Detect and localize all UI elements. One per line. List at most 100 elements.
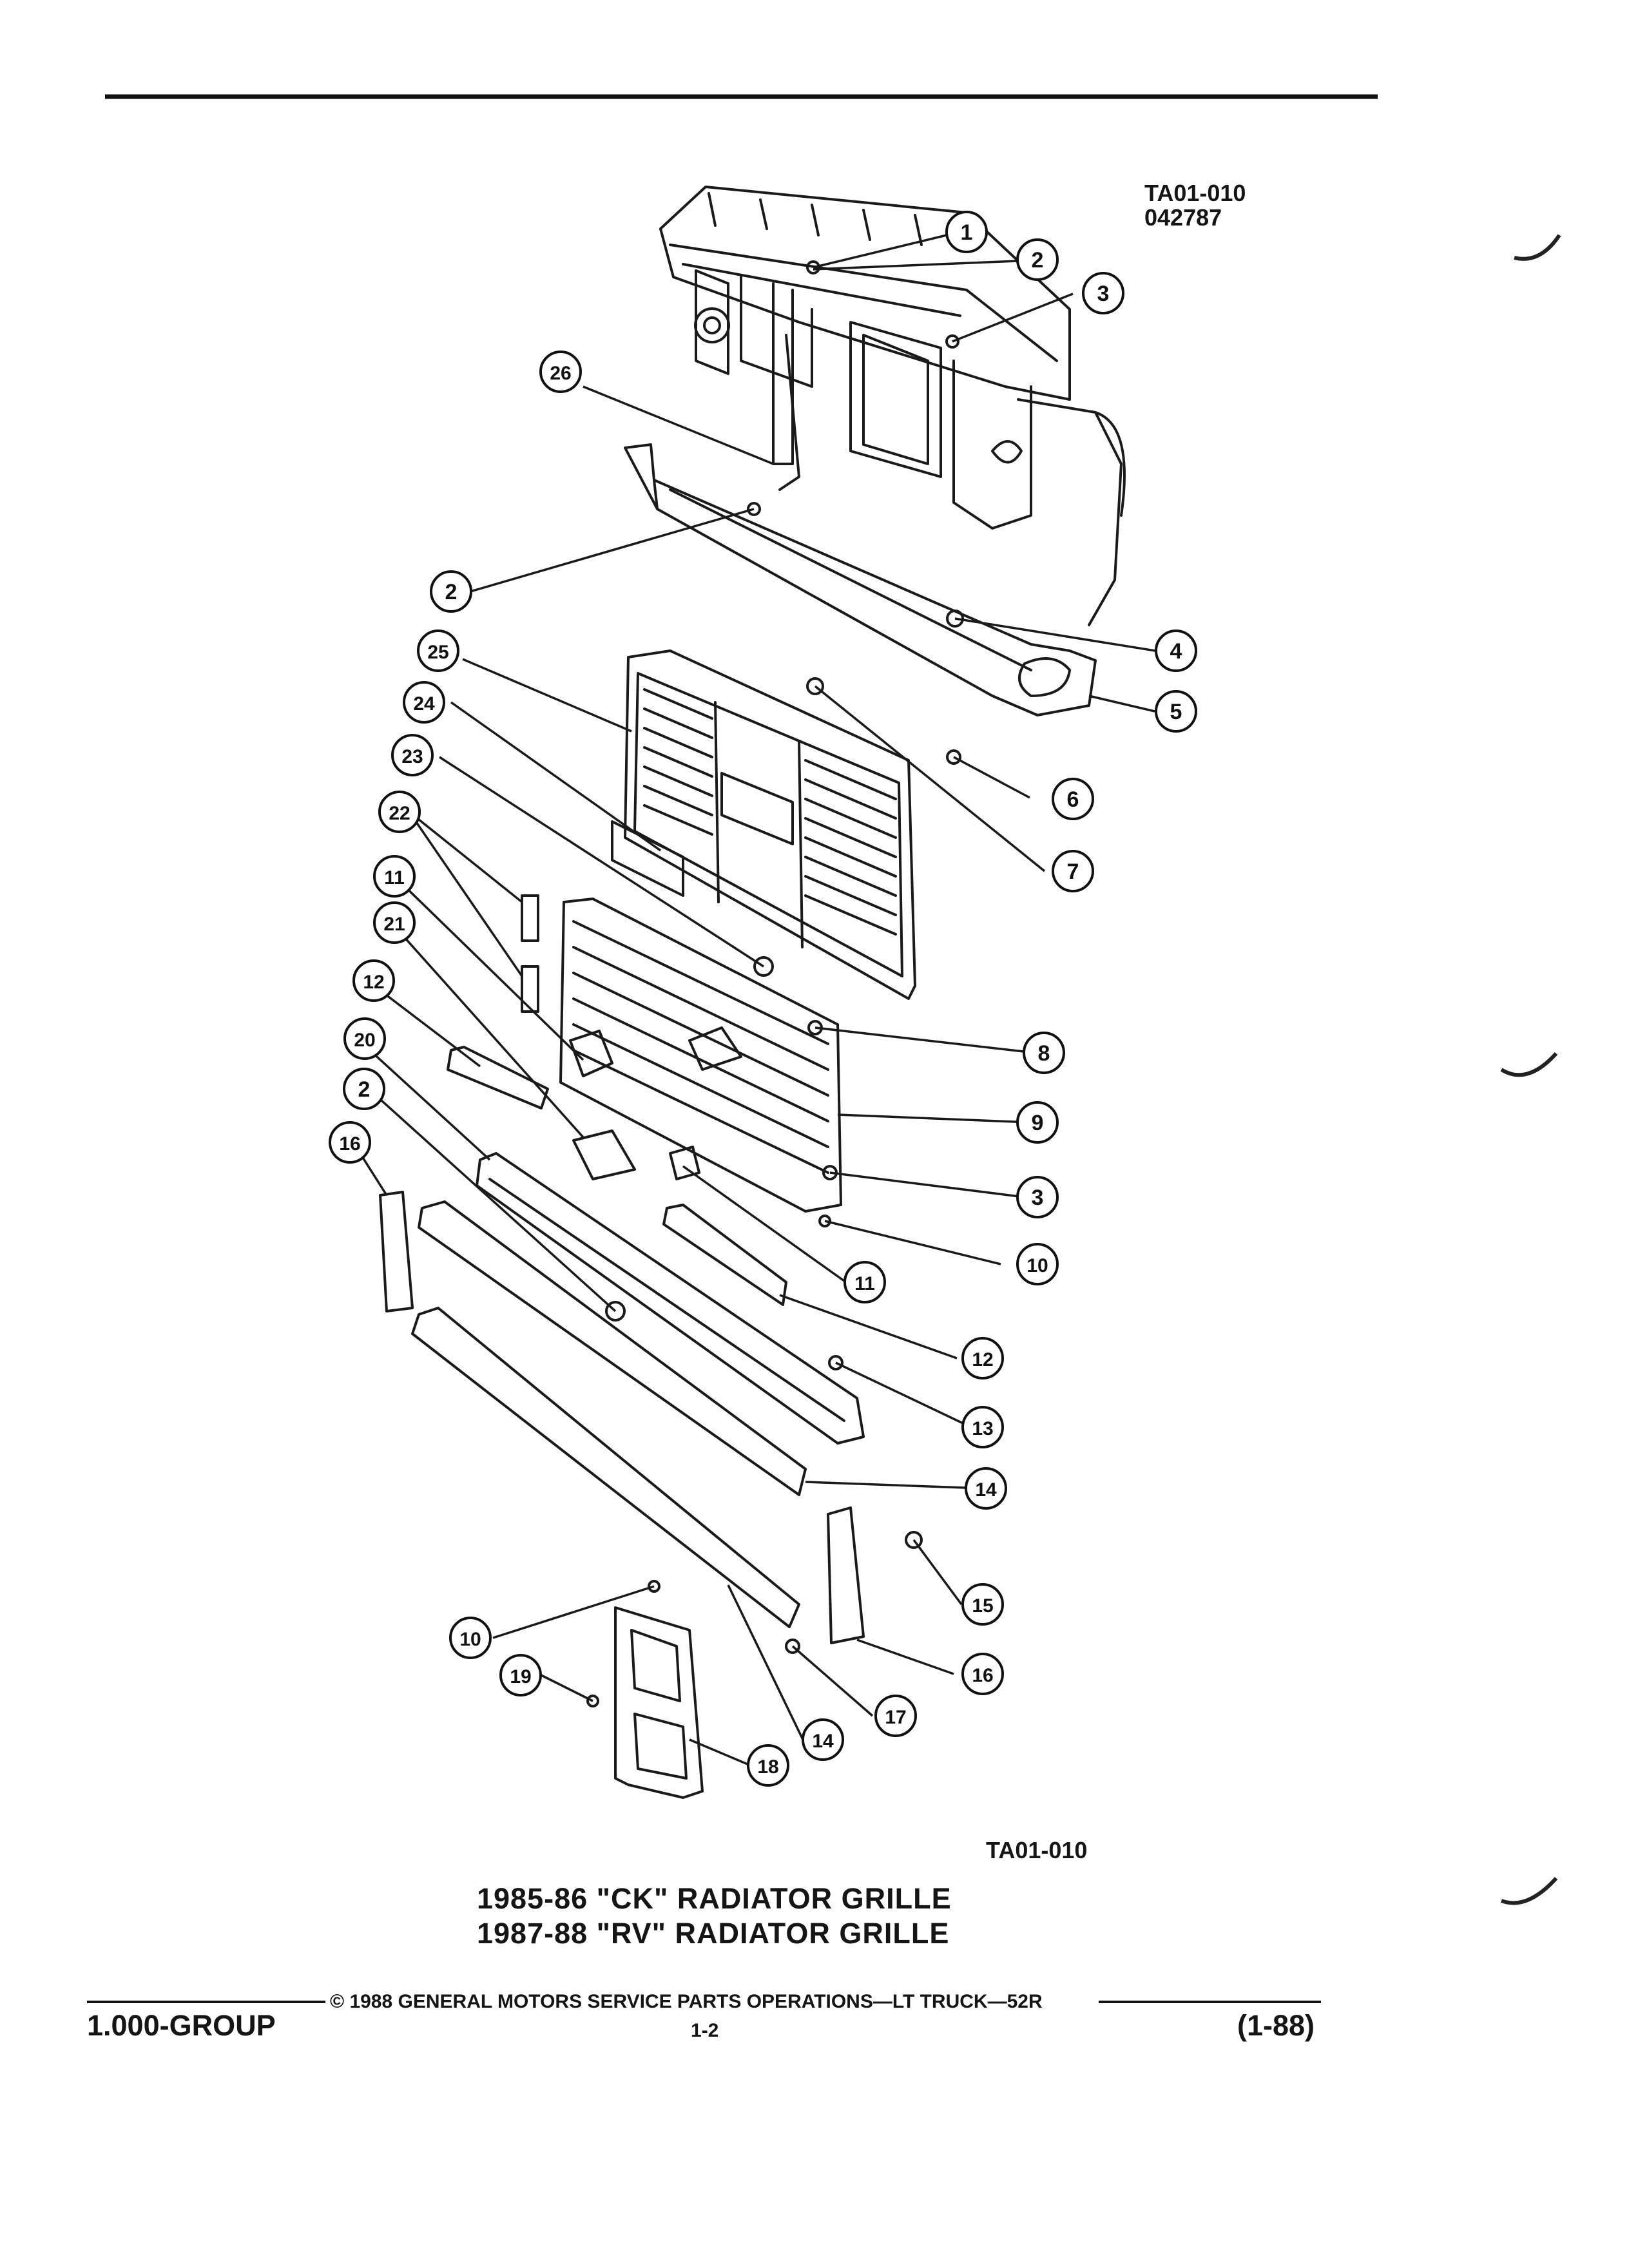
callout-number: 25 <box>427 642 448 663</box>
callout-5: 5 <box>1155 690 1197 733</box>
callout-23: 23 <box>391 734 434 776</box>
callout-17: 17 <box>874 1695 917 1737</box>
part-20-bowtie-emblem <box>572 1129 636 1180</box>
callout-circles: 1232624255246237221182191220321016111213… <box>329 211 1197 1787</box>
callout-6: 6 <box>1052 778 1094 820</box>
hole-mark <box>1514 234 1561 261</box>
callout-number: 2 <box>445 580 458 604</box>
callout-9: 9 <box>1016 1101 1059 1144</box>
hole-mark <box>1500 1876 1558 1905</box>
fasteners <box>586 260 964 1707</box>
grille-louvers <box>643 688 897 936</box>
leader-lines <box>352 234 1156 1765</box>
callout-number: 12 <box>972 1349 993 1370</box>
callout-16: 16 <box>329 1121 371 1164</box>
footer-group: 1.000-GROUP <box>87 2009 276 2042</box>
callout-number: 21 <box>383 914 405 935</box>
footer-revision: (1-88) <box>1237 2009 1315 2042</box>
callout-number: 20 <box>354 1030 375 1051</box>
callout-14: 14 <box>802 1718 844 1761</box>
part-22-bracket <box>521 894 539 1013</box>
callout-number: 9 <box>1032 1111 1044 1135</box>
part-12-molding-upper <box>447 1046 549 1110</box>
side-bezel-left <box>379 1191 414 1312</box>
callout-20: 20 <box>343 1017 386 1060</box>
callout-number: 23 <box>401 746 423 767</box>
callout-number: 7 <box>1067 860 1079 884</box>
callout-number: 16 <box>972 1665 993 1686</box>
callout-3: 3 <box>1082 272 1124 314</box>
callout-16: 16 <box>961 1653 1004 1695</box>
callout-13: 13 <box>961 1406 1004 1448</box>
callout-25: 25 <box>417 629 459 672</box>
callout-2: 2 <box>343 1068 385 1110</box>
callout-12: 12 <box>961 1337 1004 1379</box>
callout-number: 17 <box>885 1707 906 1728</box>
callout-number: 3 <box>1097 282 1110 306</box>
footer-copyright: © 1988 GENERAL MOTORS SERVICE PARTS OPER… <box>330 1991 1043 2012</box>
callout-number: 14 <box>812 1731 834 1752</box>
callout-10: 10 <box>1016 1243 1059 1285</box>
callout-number: 12 <box>363 972 384 993</box>
callout-number: 19 <box>510 1666 531 1687</box>
callout-21: 21 <box>373 901 416 944</box>
callout-number: 6 <box>1067 787 1079 812</box>
inner-grille <box>559 898 842 1213</box>
callout-number: 24 <box>413 693 435 715</box>
callout-22: 22 <box>378 791 421 833</box>
callout-15: 15 <box>961 1583 1004 1626</box>
caption-line-2: 1987-88 "RV" RADIATOR GRILLE <box>477 1917 950 1950</box>
figure-code-top: TA01-010 <box>1144 180 1246 206</box>
callout-number: 16 <box>339 1133 360 1155</box>
callout-3: 3 <box>1016 1176 1059 1218</box>
caption-line-1: 1985-86 "CK" RADIATOR GRILLE <box>477 1882 952 1915</box>
callout-26: 26 <box>539 351 582 393</box>
callout-1: 1 <box>945 211 988 253</box>
callout-2: 2 <box>430 570 472 613</box>
lower-filler-strip <box>476 1152 865 1445</box>
footer-page-number: 1-2 <box>691 2020 719 2041</box>
callout-24: 24 <box>403 681 445 724</box>
callout-4: 4 <box>1155 629 1197 672</box>
callout-18: 18 <box>747 1744 789 1787</box>
callout-7: 7 <box>1052 850 1094 892</box>
grille-outer-frame <box>624 649 916 1000</box>
callout-number: 2 <box>358 1077 371 1102</box>
radiator-support <box>659 186 1126 626</box>
figure-code-bottom: TA01-010 <box>986 1837 1088 1863</box>
callout-number: 2 <box>1032 248 1044 273</box>
figure-date-code: 042787 <box>1144 204 1222 231</box>
callout-number: 13 <box>972 1418 993 1439</box>
headlamp-bezel <box>614 1606 704 1799</box>
callout-11: 11 <box>373 855 416 898</box>
callout-number: 10 <box>1027 1255 1048 1276</box>
callout-14: 14 <box>965 1467 1007 1510</box>
callout-number: 11 <box>384 867 405 889</box>
part-12-molding-lower <box>662 1204 787 1306</box>
callout-number: 11 <box>854 1273 875 1294</box>
side-bezel-right <box>827 1506 865 1644</box>
callout-number: 5 <box>1170 700 1182 724</box>
gmc-emblem <box>611 820 684 897</box>
callout-number: 18 <box>757 1756 778 1778</box>
callout-number: 26 <box>550 363 571 384</box>
hole-mark <box>1500 1052 1558 1077</box>
callout-number: 14 <box>975 1479 997 1501</box>
callout-number: 22 <box>389 803 410 824</box>
callout-19: 19 <box>499 1654 542 1696</box>
lower-filler-inner <box>488 1178 845 1422</box>
part-11-clip <box>669 1146 700 1180</box>
callout-2: 2 <box>1016 238 1059 281</box>
molding-upper <box>418 1200 807 1496</box>
callout-number: 15 <box>972 1595 993 1617</box>
part-21-clip <box>569 1030 613 1077</box>
callout-number: 8 <box>1038 1041 1050 1066</box>
callout-number: 3 <box>1032 1186 1044 1210</box>
callout-number: 4 <box>1170 639 1182 664</box>
callout-8: 8 <box>1023 1032 1065 1074</box>
callout-12: 12 <box>352 959 395 1002</box>
callout-11: 11 <box>843 1261 886 1303</box>
callout-number: 1 <box>961 220 973 245</box>
